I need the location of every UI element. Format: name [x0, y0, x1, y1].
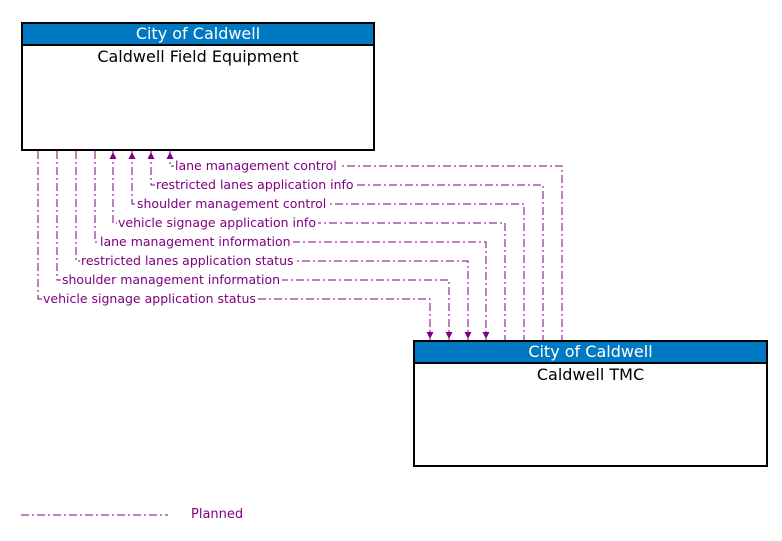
flow-arrowhead-icon	[426, 332, 434, 339]
flow-label: shoulder management control	[136, 195, 329, 211]
flow-label: lane management control	[174, 157, 339, 173]
box-owner-header: City of Caldwell	[415, 342, 766, 364]
flow-arrowhead-icon	[482, 332, 490, 339]
flow-label: vehicle signage application info	[117, 214, 318, 230]
flow-arrowhead-icon	[464, 332, 472, 339]
flow-label: restricted lanes application info	[155, 176, 356, 192]
flow-arrowhead-icon	[445, 332, 453, 339]
box-entity-name: Caldwell TMC	[536, 365, 645, 384]
entity-box-caldwell-field-equipment: City of Caldwell Caldwell Field Equipmen…	[21, 22, 375, 151]
flow-arrowhead-icon	[166, 152, 174, 159]
flow-label: vehicle signage application status	[42, 290, 258, 306]
legend-label: Planned	[191, 506, 244, 522]
flow-label: restricted lanes application status	[80, 252, 296, 268]
legend: Planned	[20, 506, 243, 522]
entity-box-caldwell-tmc: City of Caldwell Caldwell TMC	[413, 340, 768, 467]
flow-label: shoulder management information	[61, 271, 283, 287]
flow-arrowhead-icon	[109, 152, 117, 159]
flow-arrowhead-icon	[128, 152, 136, 159]
legend-line-sample-icon	[21, 514, 168, 516]
box-entity-name: Caldwell Field Equipment	[97, 47, 299, 66]
box-owner-header: City of Caldwell	[23, 24, 373, 46]
flow-label: lane management information	[99, 233, 293, 249]
flow-arrowhead-icon	[147, 152, 155, 159]
